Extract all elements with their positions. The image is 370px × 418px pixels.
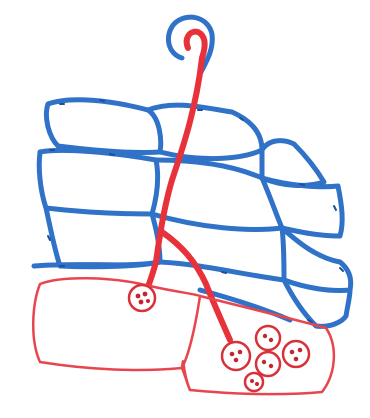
- haustorium-cluster: [222, 326, 309, 391]
- host-cell-top-left: [46, 100, 160, 153]
- haustorium-lobe-3: [256, 352, 280, 376]
- fungal-cell-left: [33, 278, 200, 370]
- haustorium-lobe-5: [245, 373, 263, 391]
- host-cell-middle-left: [39, 150, 157, 214]
- haustorium-left: [129, 285, 155, 311]
- haustorium-lobe-4: [283, 341, 309, 367]
- hypha-hook: [187, 32, 205, 58]
- fungal-cell-layer: [33, 278, 334, 394]
- host-cell-top-right: [148, 105, 262, 158]
- haustorium-lobe-2: [256, 326, 280, 350]
- haustorium-left-body: [129, 285, 155, 311]
- fungal-cell-bottom-edge: [182, 368, 190, 390]
- haustorium-lobe-1: [222, 342, 250, 370]
- host-cell-layer: [34, 100, 351, 327]
- host-cell-lower-left: [46, 208, 160, 267]
